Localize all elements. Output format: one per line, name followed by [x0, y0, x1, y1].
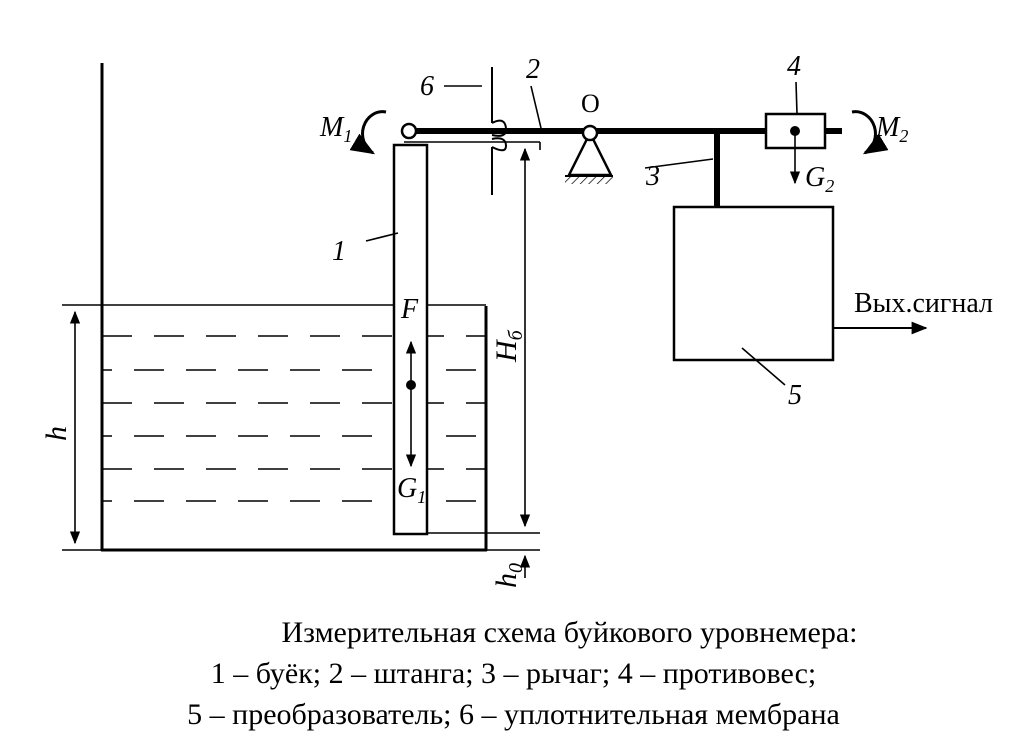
caption-title: Измерительная схема буйкового уровнемера… [281, 616, 858, 649]
pivot [565, 124, 614, 184]
counterweight [764, 112, 827, 185]
converter [672, 205, 835, 362]
label-m1: M1 [319, 112, 352, 146]
caption-legend-line-1: 1 – буёк; 2 – штанга; 3 – рычаг; 4 – про… [210, 657, 817, 690]
label-pivot: O [581, 89, 600, 118]
membrane [491, 67, 508, 195]
label-buoyancy: F [400, 294, 419, 325]
tank [100, 63, 488, 552]
label-output-signal: Вых.сигнал [854, 288, 993, 319]
leader-lines [365, 81, 798, 386]
label-rod-number: 2 [526, 54, 540, 85]
dimension-h0 [486, 549, 540, 578]
label-membrane-number: 6 [420, 71, 434, 102]
label-float-height: Hб [490, 329, 527, 363]
label-level-h: h [40, 426, 73, 441]
moment-m1-arrow [349, 110, 387, 155]
label-g2: G2 [805, 162, 834, 196]
label-m2: M2 [875, 112, 908, 146]
dimension-float-height [427, 142, 541, 534]
label-converter-number: 5 [788, 380, 802, 411]
liquid [102, 304, 486, 502]
dimension-h [62, 304, 102, 551]
moment-m2-arrow [851, 110, 889, 155]
caption-legend-line-2: 5 – преобразователь; 6 – уплотнительная … [187, 698, 840, 731]
label-counterweight-number: 4 [787, 51, 801, 82]
label-h0: h0 [490, 563, 527, 588]
label-g1: G1 [397, 473, 426, 507]
float [392, 143, 429, 536]
label-lever-number: 3 [645, 161, 660, 192]
label-float-number: 1 [332, 236, 346, 267]
